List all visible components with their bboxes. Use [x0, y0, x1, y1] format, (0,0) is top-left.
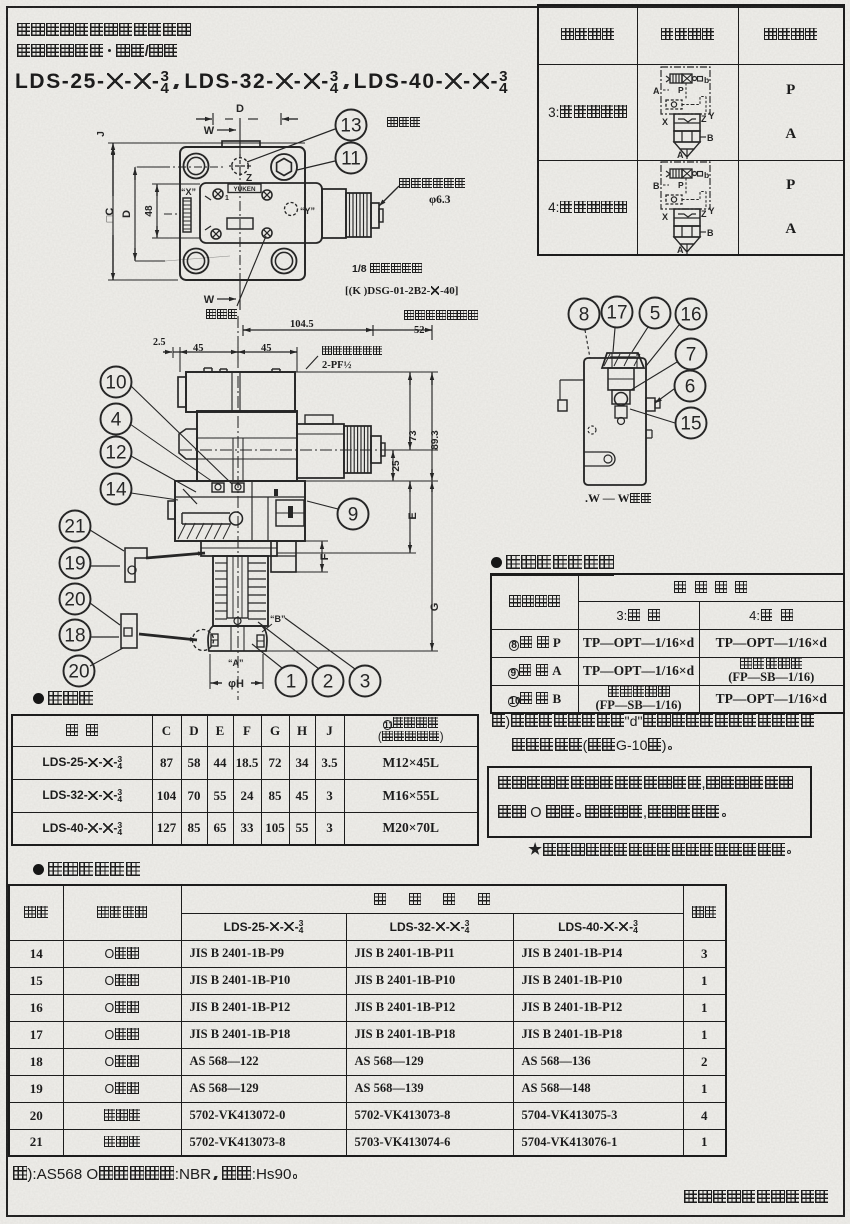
svg-text:16: 16: [680, 305, 701, 326]
svg-text:Z: Z: [246, 173, 252, 184]
svg-text:E: E: [407, 512, 419, 519]
svg-text:W: W: [204, 294, 215, 306]
svg-text:13: 13: [340, 116, 361, 137]
svg-text:F: F: [319, 553, 331, 560]
svg-text:“A”: “A”: [228, 658, 244, 668]
svg-text:“X”: “X”: [181, 187, 196, 197]
svg-text:21: 21: [64, 517, 85, 538]
svg-text:J: J: [96, 131, 107, 137]
svg-text:15: 15: [680, 414, 701, 435]
svg-text:8: 8: [579, 305, 590, 326]
svg-text:73: 73: [408, 430, 419, 442]
svg-text:“Y”: “Y”: [300, 206, 315, 216]
svg-text:11: 11: [341, 149, 361, 170]
svg-text:19: 19: [64, 554, 85, 575]
svg-text:10: 10: [105, 373, 126, 394]
svg-text:20: 20: [64, 590, 85, 611]
svg-text:25: 25: [391, 460, 402, 472]
svg-text:89.3: 89.3: [430, 430, 441, 450]
svg-text:2: 2: [323, 672, 334, 693]
svg-text:17: 17: [606, 303, 627, 324]
svg-text:14: 14: [105, 480, 127, 501]
svg-text:D: D: [236, 103, 244, 115]
svg-text:1: 1: [286, 672, 297, 693]
svg-text:D: D: [121, 210, 133, 218]
svg-text:18: 18: [64, 626, 85, 647]
svg-text:6: 6: [685, 377, 696, 398]
svg-text:3: 3: [360, 672, 371, 693]
svg-text:1: 1: [225, 195, 229, 202]
svg-text:4: 4: [111, 410, 122, 431]
svg-text:9: 9: [348, 505, 359, 526]
svg-text:5: 5: [650, 304, 661, 325]
svg-text:20: 20: [68, 662, 89, 683]
svg-text:48: 48: [144, 205, 155, 217]
svg-text:φH: φH: [228, 678, 244, 690]
svg-text:12: 12: [105, 443, 126, 464]
svg-text:G: G: [429, 603, 441, 612]
svg-text:□C: □C: [104, 208, 116, 223]
svg-text:7: 7: [686, 345, 697, 366]
svg-text:W: W: [204, 125, 215, 137]
svg-text:YUKEN: YUKEN: [233, 186, 255, 193]
svg-text:“B”: “B”: [270, 614, 286, 624]
